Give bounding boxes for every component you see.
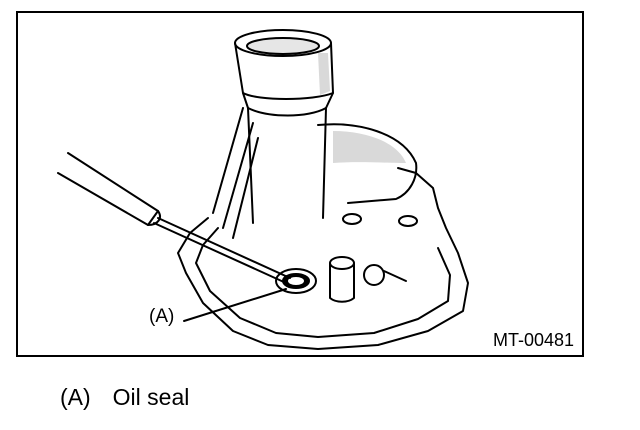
- figure-frame: (A) MT-00481: [16, 11, 584, 357]
- callout-label-a: (A): [149, 306, 175, 327]
- case-flange-outline: [177, 167, 469, 350]
- cylinder-neck-right: [325, 92, 334, 109]
- top-cup-wall: [234, 42, 334, 100]
- screwdriver-shaft: [153, 217, 291, 284]
- oil-seal-outer: [275, 268, 317, 294]
- cylinder-body: [247, 107, 327, 224]
- case-flange-inner: [195, 227, 451, 338]
- shaft-end: [363, 264, 385, 286]
- dome-housing: [317, 123, 418, 204]
- cylinder-neck-left: [242, 92, 249, 109]
- boss-2: [398, 215, 418, 227]
- screwdriver-handle-end: [147, 210, 161, 226]
- oil-seal-core: [288, 277, 304, 285]
- transmission-case-illustration: [57, 29, 469, 350]
- callout-leader-line: [183, 288, 287, 322]
- legend-key: (A): [60, 384, 91, 410]
- legend-text: Oil seal: [112, 384, 190, 410]
- top-cup-inner: [246, 37, 320, 55]
- cylinder-band: [247, 107, 327, 117]
- shaft: [383, 270, 407, 282]
- boss-post: [329, 262, 355, 303]
- left-struts: [212, 107, 259, 239]
- legend: (A) Oil seal: [60, 384, 189, 411]
- boss-post-top: [329, 256, 355, 270]
- figure-code: MT-00481: [492, 330, 574, 350]
- dome-shade: [333, 131, 406, 163]
- boss-1: [342, 213, 362, 225]
- top-cup-shade: [318, 53, 330, 95]
- screwdriver-handle: [57, 152, 159, 226]
